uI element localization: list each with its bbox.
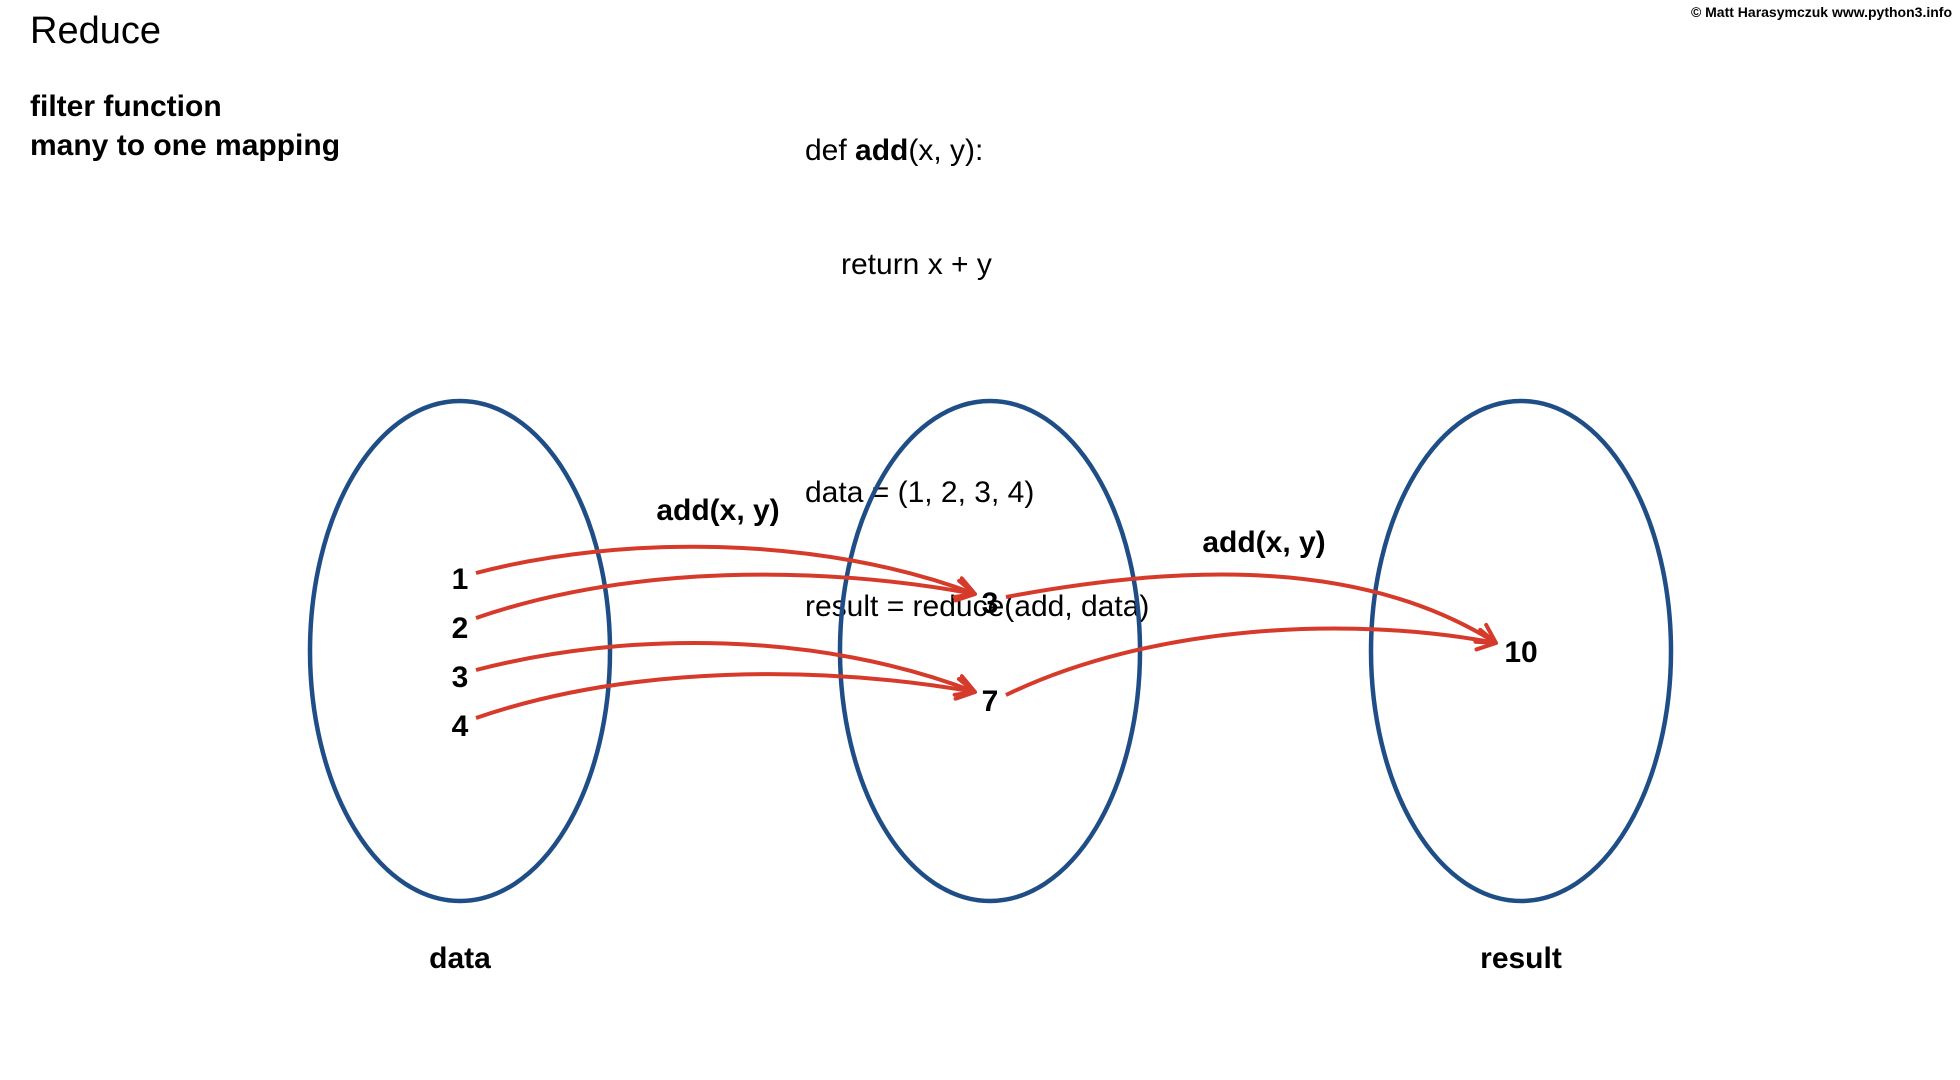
result-value-10: 10	[1504, 636, 1537, 669]
arrow-3-to-10	[1005, 572, 1498, 645]
code-snippet: def add(x, y): return x + y data = (1, 2…	[805, 56, 1149, 664]
data-value-2: 2	[452, 612, 469, 645]
set-ellipse-data	[307, 398, 613, 904]
arrow-3-to-7	[475, 640, 977, 697]
middle-value-3: 3	[982, 587, 999, 620]
edge-label-second-step: add(x, y)	[1202, 526, 1325, 559]
data-value-1: 1	[452, 563, 469, 596]
subtitle-line-filter: filter function	[30, 90, 222, 123]
subtitle: filter function many to one mapping	[30, 87, 340, 165]
arrow-2-to-3	[475, 572, 977, 620]
subtitle-line-mapping: many to one mapping	[30, 129, 341, 162]
code-def-keyword: def	[805, 134, 856, 167]
code-line-return: return x + y	[805, 246, 1149, 284]
page-title: Reduce	[30, 10, 161, 52]
code-line-result: result = reduce(add, data)	[805, 590, 1150, 623]
set-ellipse-middle	[837, 398, 1143, 904]
code-line-data: data = (1, 2, 3, 4)	[805, 476, 1035, 509]
edge-label-first-step: add(x, y)	[656, 494, 779, 527]
set-label-result: result	[1480, 942, 1562, 975]
arrow-4-to-7	[475, 672, 977, 720]
set-label-data: data	[429, 942, 491, 975]
arrow-7-to-10	[1005, 626, 1498, 697]
code-function-name: add	[855, 134, 909, 167]
middle-value-7: 7	[982, 685, 999, 718]
code-line-def: def add(x, y):	[805, 132, 1149, 170]
data-value-3: 3	[452, 661, 469, 694]
code-def-params: (x, y):	[908, 134, 984, 167]
copyright-notice: © Matt Harasymczuk www.python3.info	[1690, 4, 1952, 20]
data-value-4: 4	[452, 710, 469, 743]
set-ellipse-result	[1368, 398, 1674, 904]
code-return: return x + y	[841, 248, 992, 281]
arrow-1-to-3	[475, 544, 977, 599]
